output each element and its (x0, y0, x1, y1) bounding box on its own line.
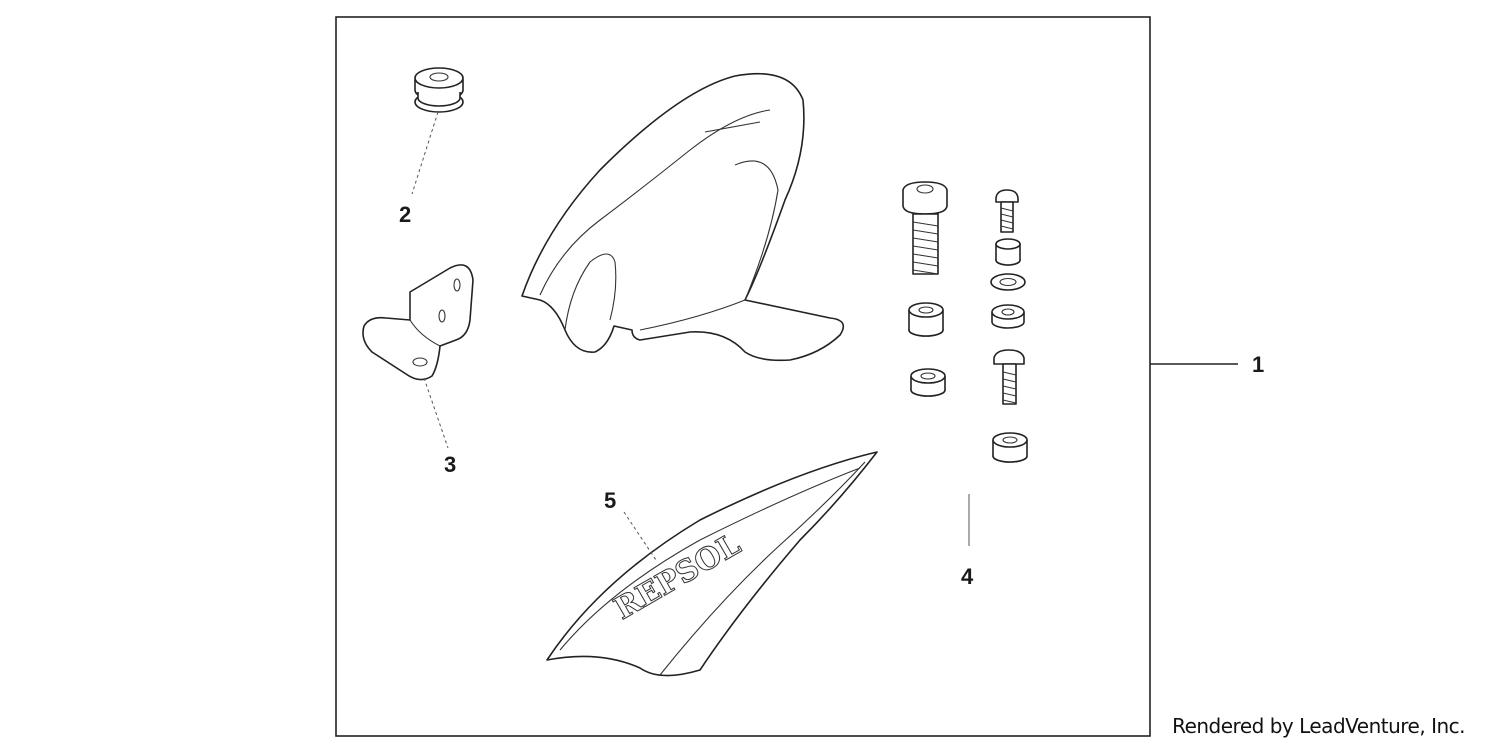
part-2-grommet (414, 67, 464, 113)
callout-4: 4 (961, 564, 974, 589)
diagram-frame (335, 16, 1151, 737)
leader-line-3 (423, 377, 449, 449)
part-5-decal: REPSOL (546, 451, 878, 677)
callout-1: 1 (1252, 352, 1264, 377)
render-credit: Rendered by LeadVenture, Inc. (1172, 714, 1465, 738)
callout-5: 5 (604, 488, 616, 513)
leader-line-2 (411, 111, 439, 195)
part-3-bracket (362, 264, 474, 381)
callout-3: 3 (444, 452, 456, 477)
part-4-hardware (902, 181, 1028, 463)
part-1-rear-fender (521, 72, 845, 362)
leader-line-5 (623, 511, 657, 561)
callout-2: 2 (399, 202, 411, 227)
